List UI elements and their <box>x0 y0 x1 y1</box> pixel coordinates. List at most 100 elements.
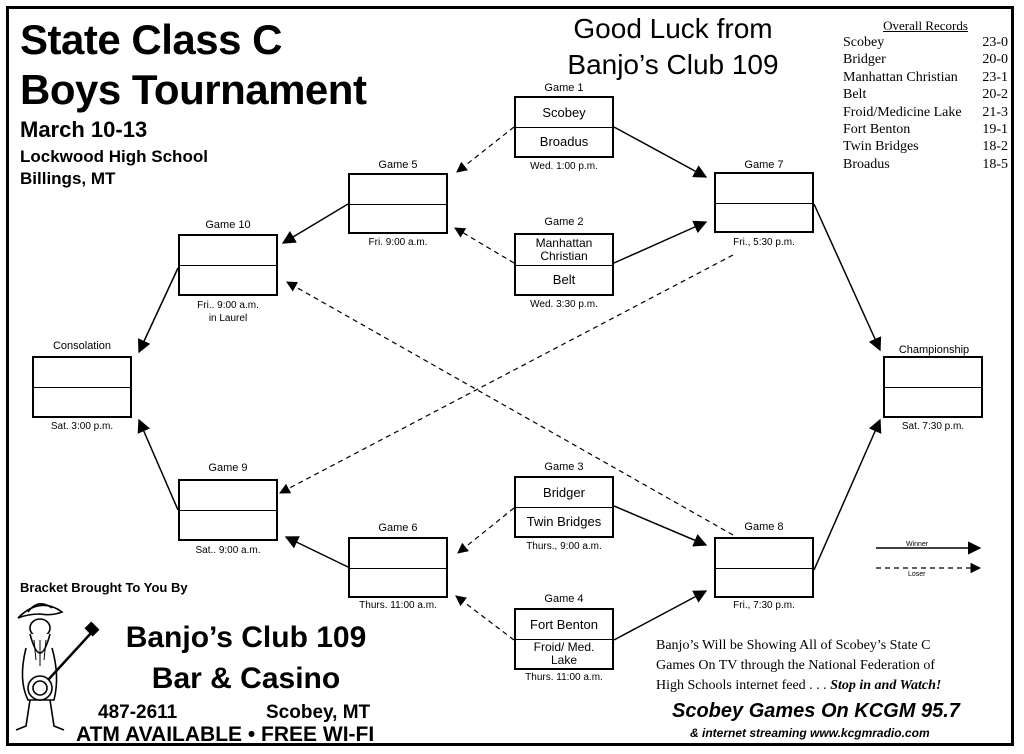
record-value: 23-1 <box>982 69 1008 85</box>
promo-line2: Games On TV through the National Federat… <box>656 658 936 673</box>
loser-arrow-g3-g6 <box>457 507 515 554</box>
promo-text: Banjo’s Will be Showing All of Scobey’s … <box>656 636 1001 696</box>
record-team: Scobey <box>843 35 885 50</box>
record-team: Twin Bridges <box>843 139 919 155</box>
radio-text: Scobey Games On KCGM 95.7 <box>672 700 960 722</box>
record-team: Fort Benton <box>843 122 911 138</box>
legend-loser-label: Loser <box>908 571 926 578</box>
loser-arrow-g2-g5 <box>454 227 515 264</box>
winner-arrow-g6-g9 <box>284 536 349 568</box>
loser-arrow-g7-g9 <box>279 254 734 494</box>
game3-label: Game 3 <box>544 461 584 473</box>
record-team: Bridger <box>843 52 886 68</box>
game1-label: Game 1 <box>544 82 584 94</box>
winner-arrow-g4-g8 <box>613 590 708 641</box>
game1-team-top: Scobey <box>516 98 612 128</box>
tournament-dates: March 10-13 <box>20 117 148 142</box>
winner-arrow-g1-g7 <box>613 126 708 178</box>
promo-line3-text: High Schools internet feed . . . <box>656 678 831 693</box>
game7-label: Game 7 <box>744 159 784 171</box>
game2-team-top: Manhattan Christian <box>516 235 612 266</box>
game10-location: in Laurel <box>208 313 248 324</box>
sponsor-subtitle: Bar & Casino <box>151 662 341 695</box>
promo-callout: Stop in and Watch! <box>830 678 942 693</box>
game2-label: Game 2 <box>544 216 584 228</box>
city: Billings, MT <box>20 169 116 188</box>
championship-time: Sat. 7:30 p.m. <box>901 421 965 432</box>
championship-label: Championship <box>898 344 970 356</box>
game4-team-bottom: Froid/ Med. Lake <box>533 639 595 667</box>
consolation-team-top <box>34 358 130 388</box>
records-row: Belt 20-2 <box>843 86 1008 103</box>
title-line2: Boys Tournament <box>20 66 367 113</box>
game5-label: Game 5 <box>378 159 418 171</box>
record-value: 18-5 <box>982 156 1008 172</box>
game2-box: Manhattan Christian Belt <box>514 233 614 296</box>
game1-time: Wed. 1:00 p.m. <box>530 161 598 172</box>
record-team: Broadus <box>843 156 890 172</box>
game8-time: Fri., 7:30 p.m. <box>733 600 795 611</box>
championship-box <box>883 356 983 418</box>
good-luck-line1: Good Luck from <box>573 13 773 44</box>
game3-box: Bridger Twin Bridges <box>514 476 614 538</box>
game8-team-top <box>716 539 812 569</box>
winner-arrow-g10-consolation <box>137 267 179 354</box>
consolation-label: Consolation <box>52 340 112 352</box>
records-row: Broadus 18-5 <box>843 156 1008 173</box>
consolation-time: Sat. 3:00 p.m. <box>50 421 114 432</box>
record-team: Belt <box>843 87 867 103</box>
game1-box: Scobey Broadus <box>514 96 614 158</box>
game3-time: Thurs., 9:00 a.m. <box>526 541 602 552</box>
good-luck-line2: Banjo’s Club 109 <box>567 49 779 80</box>
promo-line3: High Schools internet feed . . . Stop in… <box>656 676 1001 696</box>
game1-team-bottom: Broadus <box>539 134 589 149</box>
records-title: Overall Records <box>883 18 968 33</box>
loser-arrow-g1-g5 <box>456 126 515 173</box>
game4-box: Fort Benton Froid/ Med. Lake <box>514 608 614 670</box>
records-row: Scobey 23-0 <box>843 34 1008 51</box>
game10-team-top <box>180 236 276 266</box>
record-value: 18-2 <box>982 139 1008 155</box>
streaming-text: & internet streaming www.kcgmradio.com <box>690 726 930 740</box>
winner-arrow-g2-g7 <box>613 220 708 264</box>
promo-line1: Banjo’s Will be Showing All of Scobey’s … <box>656 638 931 653</box>
game2-team-bottom: Belt <box>552 271 576 287</box>
game5-team-top <box>350 175 446 205</box>
winner-arrow-g5-g10 <box>281 203 349 244</box>
game9-box <box>178 479 278 541</box>
game10-time: Fri.. 9:00 a.m. <box>197 300 259 311</box>
record-value: 20-2 <box>982 87 1008 103</box>
sponsor-name: Banjo’s Club 109 <box>125 621 367 654</box>
game10-label: Game 10 <box>205 219 251 231</box>
game7-box <box>714 172 814 233</box>
game7-team-top <box>716 174 812 204</box>
game4-label: Game 4 <box>544 593 584 605</box>
sponsor-phone: 487-2611 <box>98 702 178 723</box>
records-row: Manhattan Christian 23-1 <box>843 69 1008 86</box>
game3-team-top: Bridger <box>516 478 612 508</box>
record-team: Manhattan Christian <box>843 69 958 85</box>
game6-box <box>348 537 448 598</box>
game3-team-bottom: Twin Bridges <box>526 514 602 529</box>
game6-team-top <box>350 539 446 569</box>
game5-time: Fri. 9:00 a.m. <box>368 237 428 248</box>
championship-team-top <box>885 358 981 388</box>
game8-box <box>714 537 814 598</box>
page-border <box>6 6 1014 746</box>
legend-winner-label: Winner <box>906 541 929 548</box>
venue: Lockwood High School <box>20 147 208 166</box>
game2-time: Wed. 3:30 p.m. <box>530 299 598 310</box>
game7-time: Fri., 5:30 p.m. <box>733 237 795 248</box>
title-line1: State Class C <box>20 16 282 63</box>
sponsor-town: Scobey, MT <box>266 702 371 723</box>
winner-arrow-g9-consolation <box>137 418 179 511</box>
record-team: Froid/Medicine Lake <box>843 104 962 120</box>
record-value: 23-0 <box>982 35 1008 50</box>
sponsor-amenities: ATM AVAILABLE • FREE WI-FI <box>76 723 375 746</box>
